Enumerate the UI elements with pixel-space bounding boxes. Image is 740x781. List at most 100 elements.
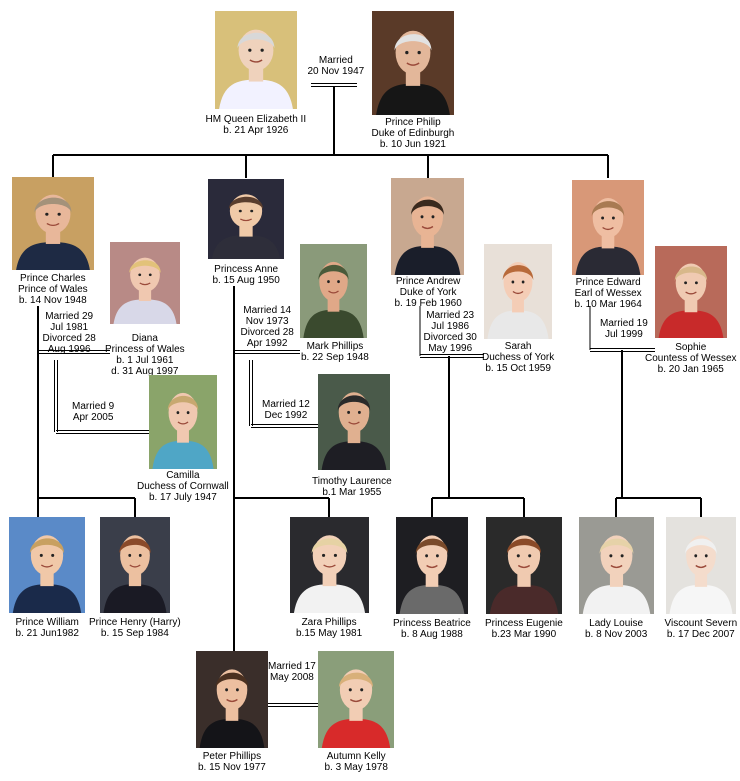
marriage-note-line: Jul 1986 [431,321,470,332]
peter-caption-line: Peter Phillips [202,751,262,762]
marriage-note-line: Nov 1973 [245,316,289,327]
portrait-illustration [572,180,644,275]
philip-caption-line: b. 10 Jun 1921 [379,139,446,150]
camilla-caption-line: Duchess of Cornwall [137,481,229,492]
philip-caption-line: Prince Philip [385,117,441,128]
autumn-caption-line: Autumn Kelly [326,751,386,762]
marriage-note-line: Married 9 [72,401,115,412]
beatrice-photo [396,517,468,614]
severn-caption-line: b. 17 Dec 2007 [666,629,735,640]
sophie-caption-line: Sophie [675,342,707,353]
andrew-caption-line: Duke of York [399,287,457,298]
marriage-note-line: Married 19 [600,318,648,329]
edward-caption-line: b. 10 Mar 1964 [574,299,642,310]
portrait-illustration [372,11,454,115]
portrait-illustration [110,242,180,324]
beatrice-caption-line: b. 8 Aug 1988 [401,629,463,640]
anne-photo [208,179,284,259]
harry-caption-line: Prince Henry (Harry) [89,617,181,628]
sarah-caption-line: Sarah [504,341,532,352]
portrait-illustration [100,517,170,613]
diana-caption-line: Princess of Wales [105,344,185,355]
marriage-note-line: Married 23 [426,310,475,321]
marriage-note-line: Married 17 [268,661,316,672]
william-photo [9,517,85,613]
marriage-note-line: 20 Nov 1947 [307,66,365,77]
elizabeth-photo [215,11,297,109]
zara-caption-line: Zara Phillips [301,617,357,628]
william-caption-line: b. 21 Jun1982 [15,628,79,639]
camilla-caption-line: b. 17 July 1947 [148,492,217,503]
portrait-illustration [290,517,369,613]
harry-caption: Prince Henry (Harry)b. 15 Sep 1984 [89,617,181,639]
zara-caption-line: b.15 May 1981 [296,628,363,639]
philip-caption-line: Duke of Edinburgh [371,128,455,139]
portrait-illustration [666,517,736,614]
timothy-caption-line: b.1 Mar 1955 [322,487,382,498]
markphillips-caption-line: b. 22 Sep 1948 [301,352,369,363]
diana-caption-line: d. 31 Aug 1997 [111,366,179,377]
beatrice-caption-line: Princess Beatrice [393,618,471,629]
harry-caption-line: b. 15 Sep 1984 [100,628,169,639]
markphillips-photo [300,244,367,338]
portrait-illustration [486,517,562,614]
portrait-illustration [391,178,464,275]
marriage-note-line: Dec 1992 [264,410,308,421]
portrait-illustration [215,11,297,109]
elizabeth-caption-line: b. 21 Apr 1926 [223,125,289,136]
portrait-illustration [318,651,394,748]
marriage-note-line: May 1996 [428,343,473,354]
anne-caption-line: b. 15 Aug 1950 [212,275,280,286]
marriage-note-line: Divorced 28 [42,333,96,344]
eugenie-photo [486,517,562,614]
portrait-illustration [149,375,217,469]
severn-caption-line: Viscount Severn [664,618,738,629]
sarah-caption-line: b. 15 Oct 1959 [485,363,551,374]
charles-photo [12,177,94,270]
louise-caption-line: b. 8 Nov 2003 [585,629,648,640]
marriage-note-line: Aug 1996 [47,344,91,355]
diana-caption-line: Diana [131,333,158,344]
anne-caption-line: Princess Anne [214,264,279,275]
diana-photo [110,242,180,324]
peter-photo [196,651,268,748]
elizabeth-caption-line: HM Queen Elizabeth II [205,114,307,125]
sophie-caption-line: Countess of Wessex [645,353,737,364]
autumn-photo [318,651,394,748]
portrait-illustration [208,179,284,259]
portrait-illustration [196,651,268,748]
diana-caption-line: b. 1 Jul 1961 [116,355,174,366]
sarah-photo [484,244,552,339]
sophie-photo [655,246,727,338]
philip-photo [372,11,454,115]
portrait-illustration [579,517,654,614]
portrait-illustration [300,244,367,338]
edward-photo [572,180,644,275]
andrew-caption-line: Prince Andrew [395,276,461,287]
edward-caption-line: Prince Edward [575,277,641,288]
charles-caption-line: Prince Charles [20,273,86,284]
marriage-note-line: Jul 1999 [605,329,643,340]
